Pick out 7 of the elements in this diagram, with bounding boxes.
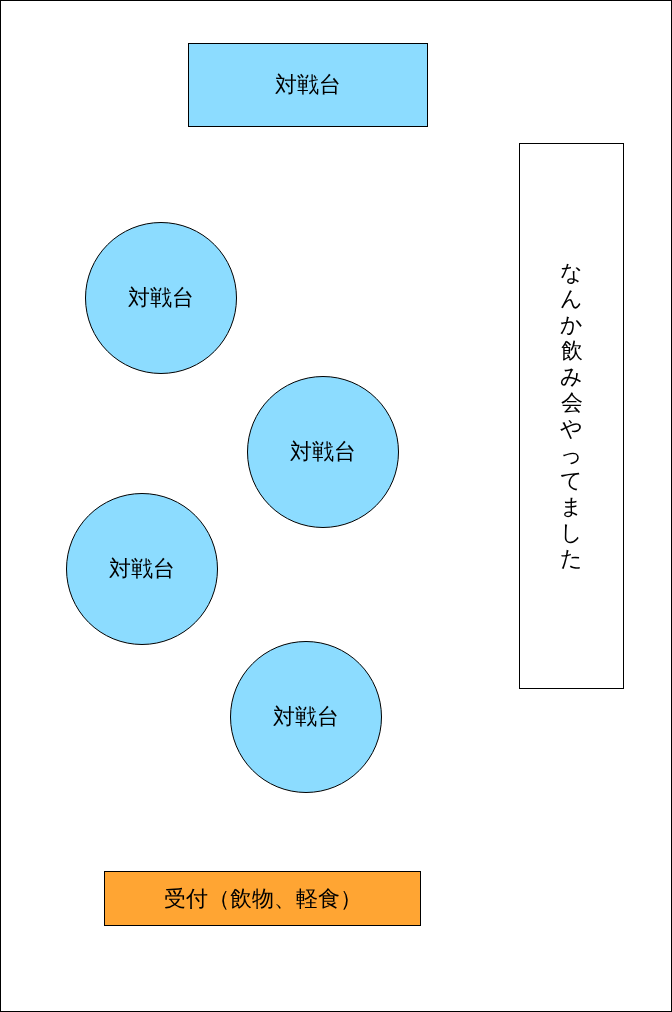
reception-box: 受付（飲物、軽食） — [104, 871, 421, 926]
game-table-circle: 対戦台 — [85, 222, 237, 374]
game-table-circle: 対戦台 — [66, 493, 218, 645]
party-area-box: なんか飲み会やってました — [519, 143, 624, 689]
game-table-circle: 対戦台 — [247, 376, 399, 528]
game-table-box: 対戦台 — [188, 43, 428, 127]
game-table-circle: 対戦台 — [230, 641, 382, 793]
